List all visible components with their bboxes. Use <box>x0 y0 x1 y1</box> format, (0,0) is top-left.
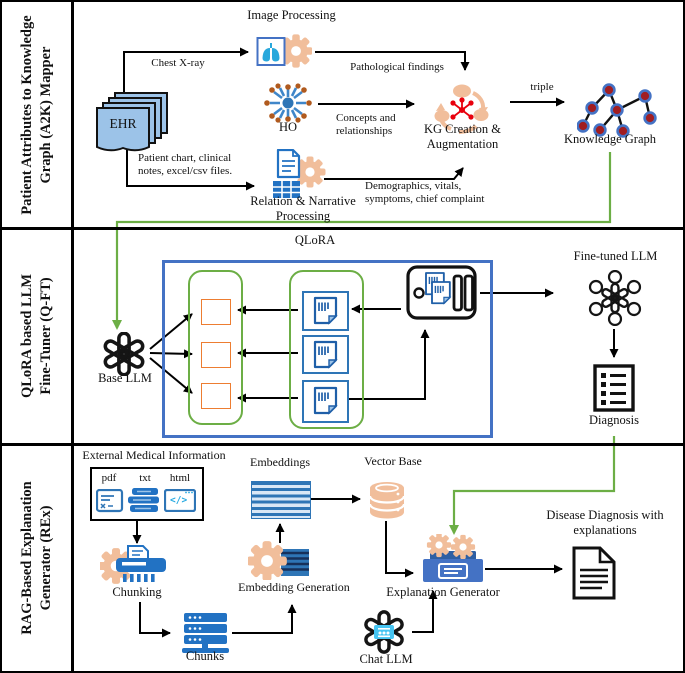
ehr-label: EHR <box>109 116 137 131</box>
diagnosis-label: Diagnosis <box>589 413 639 427</box>
base-llm-icon <box>100 331 148 377</box>
adapter-group-box <box>188 270 243 425</box>
triple-label: triple <box>530 81 554 93</box>
ho-ontology-icon <box>262 83 314 125</box>
chat-llm-icon <box>358 610 410 656</box>
disease-diagnosis-label: Disease Diagnosis with explanations <box>546 508 664 537</box>
qlora-label: QLoRA <box>294 233 336 247</box>
kg-creation-icon <box>432 82 492 140</box>
html-glyph: </> <box>170 495 188 506</box>
concepts-label: Concepts and relationships <box>336 112 396 137</box>
embeddings-matrix <box>251 481 311 519</box>
chunking-icon <box>98 544 168 588</box>
quantized-doc-2 <box>302 335 349 374</box>
section-divider-2 <box>2 443 683 446</box>
section-label-qft: QLoRA based LLM Fine-Tuner (Q-FT) <box>19 273 54 399</box>
knowledge-graph-label: Knowledge Graph <box>564 132 656 146</box>
result-document-icon <box>570 546 618 600</box>
ehr-stack-icon: EHR <box>95 92 171 154</box>
knowledge-graph-icon <box>576 80 662 142</box>
chunking-label: Chunking <box>112 585 162 599</box>
txt-books-icon <box>128 488 161 514</box>
ho-label: HO <box>278 120 298 134</box>
chest-xray-label: Chest X-ray <box>151 57 205 69</box>
embeddings-label: Embeddings <box>250 455 310 469</box>
lungs-icon <box>262 43 280 62</box>
kg-creation-label: KG Creation & Augmentation <box>423 122 502 151</box>
html-label: html <box>169 472 191 484</box>
diagnosis-report-icon <box>593 364 635 412</box>
qlora-box <box>162 260 493 438</box>
chat-llm-label: Chat LLM <box>359 652 413 666</box>
chunks-label: Chunks <box>185 649 225 663</box>
patient-chart-label: Patient chart, clinical notes, excel/csv… <box>138 152 233 177</box>
html-icon: </> <box>163 488 197 513</box>
image-processing-icon <box>256 33 313 71</box>
model-device-icon <box>406 265 477 320</box>
external-info-box: pdf txt html </> <box>90 467 204 521</box>
demographics-label: Demographics, vitals, symptoms, chief co… <box>365 180 485 205</box>
txt-label: txt <box>139 472 151 484</box>
section-label-a2k: Patient Attributes to Knowledge Graph (A… <box>19 15 54 215</box>
table-icon <box>273 181 300 198</box>
lora-adapter-1 <box>201 299 231 325</box>
fine-tuned-llm-label: Fine-tuned LLM <box>573 249 658 263</box>
vector-base-icon <box>368 480 406 520</box>
section-divider-1 <box>2 227 683 230</box>
document-icon <box>276 148 301 179</box>
fine-tuned-llm-icon <box>587 269 643 327</box>
pathological-label: Pathological findings <box>350 61 444 73</box>
quantized-doc-3 <box>302 380 349 423</box>
pdf-label: pdf <box>101 472 117 484</box>
red-graph-icon <box>452 100 472 118</box>
quantized-doc-1 <box>302 291 349 331</box>
label-column-divider <box>71 2 74 671</box>
lora-adapter-2 <box>201 342 231 368</box>
explanation-generator-icon <box>422 532 484 586</box>
section-label-rex: RAG-Based Explanation Generator (REx) <box>19 481 54 635</box>
external-info-label: External Medical Information <box>82 448 226 462</box>
chunks-server-icon <box>182 613 230 653</box>
pdf-icon <box>95 488 124 513</box>
explanation-generator-label: Explanation Generator <box>386 585 500 599</box>
embedding-generation-label: Embedding Generation <box>238 580 350 594</box>
base-llm-label: Base LLM <box>98 371 152 385</box>
relation-processing-label: Relation & Narrative Processing <box>250 194 356 223</box>
vector-base-label: Vector Base <box>364 454 422 468</box>
quantized-group-box <box>289 270 364 429</box>
lora-adapter-3 <box>201 383 231 409</box>
image-processing-label: Image Processing <box>247 8 336 22</box>
embedding-generation-icon <box>247 540 312 581</box>
relation-processing-icon <box>272 148 326 199</box>
